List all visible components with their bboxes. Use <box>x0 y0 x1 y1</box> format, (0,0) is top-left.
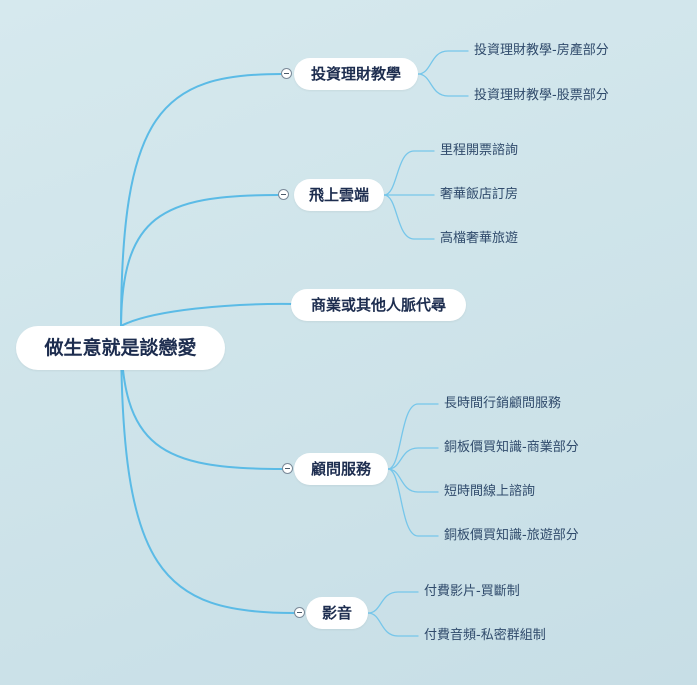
topic-node-business[interactable]: 商業或其他人脈代尋 <box>291 289 466 321</box>
topic-node-cloud[interactable]: 飛上雲端 <box>294 179 384 211</box>
root-node[interactable]: 做生意就是談戀愛 <box>16 326 225 370</box>
connector-investing-leaf-0 <box>417 50 469 75</box>
topic-label-investing: 投資理財教學 <box>310 65 401 83</box>
connector-consulting-leaf-0 <box>387 403 439 470</box>
connector-cloud-leaf-0 <box>383 150 435 196</box>
leaf-node-media-0[interactable]: 付費影片-買斷制 <box>424 584 520 599</box>
leaf-node-consulting-0[interactable]: 長時間行銷顧問服務 <box>444 396 562 411</box>
connector-consulting-leaf-3 <box>387 468 439 537</box>
connector-cloud-leaf-2 <box>383 194 435 240</box>
topic-node-media[interactable]: 影音 <box>306 597 368 629</box>
connector-root-to-cloud <box>120 194 279 331</box>
topic-label-consulting: 顧問服務 <box>310 460 371 478</box>
root-node-label: 做生意就是談戀愛 <box>44 337 197 359</box>
connector-root-to-investing <box>120 73 282 331</box>
topic-node-consulting[interactable]: 顧問服務 <box>294 453 388 485</box>
connector-root-to-media <box>120 329 295 614</box>
topic-label-media: 影音 <box>321 604 352 622</box>
connector-consulting-leaf-2 <box>387 468 439 493</box>
leaf-node-cloud-1[interactable]: 奢華飯店訂房 <box>440 187 519 202</box>
collapse-toggle-icon[interactable] <box>282 463 293 474</box>
collapse-toggle-icon[interactable] <box>294 607 305 618</box>
topic-node-investing[interactable]: 投資理財教學 <box>294 58 418 90</box>
leaf-node-consulting-3[interactable]: 銅板價買知識-旅遊部分 <box>444 528 579 543</box>
collapse-toggle-icon[interactable] <box>278 189 289 200</box>
leaf-node-consulting-1[interactable]: 銅板價買知識-商業部分 <box>444 440 579 455</box>
topic-label-business: 商業或其他人脈代尋 <box>310 296 446 314</box>
leaf-node-media-1[interactable]: 付費音頻-私密群組制 <box>424 628 546 643</box>
leaf-node-investing-1[interactable]: 投資理財教學-股票部分 <box>474 88 609 103</box>
connector-media-leaf-0 <box>367 591 419 614</box>
topic-label-cloud: 飛上雲端 <box>308 186 369 204</box>
collapse-toggle-icon[interactable] <box>281 68 292 79</box>
connector-root-to-business <box>120 302 296 327</box>
connector-root-to-consulting <box>120 329 283 470</box>
connector-media-leaf-1 <box>367 612 419 637</box>
leaf-node-cloud-2[interactable]: 高檔奢華旅遊 <box>440 231 519 246</box>
connector-consulting-leaf-1 <box>387 447 439 470</box>
connector-investing-leaf-1 <box>417 73 469 97</box>
leaf-node-investing-0[interactable]: 投資理財教學-房產部分 <box>474 43 609 58</box>
leaf-node-consulting-2[interactable]: 短時間線上諮詢 <box>444 484 536 499</box>
leaf-node-cloud-0[interactable]: 里程開票諮詢 <box>440 143 519 158</box>
